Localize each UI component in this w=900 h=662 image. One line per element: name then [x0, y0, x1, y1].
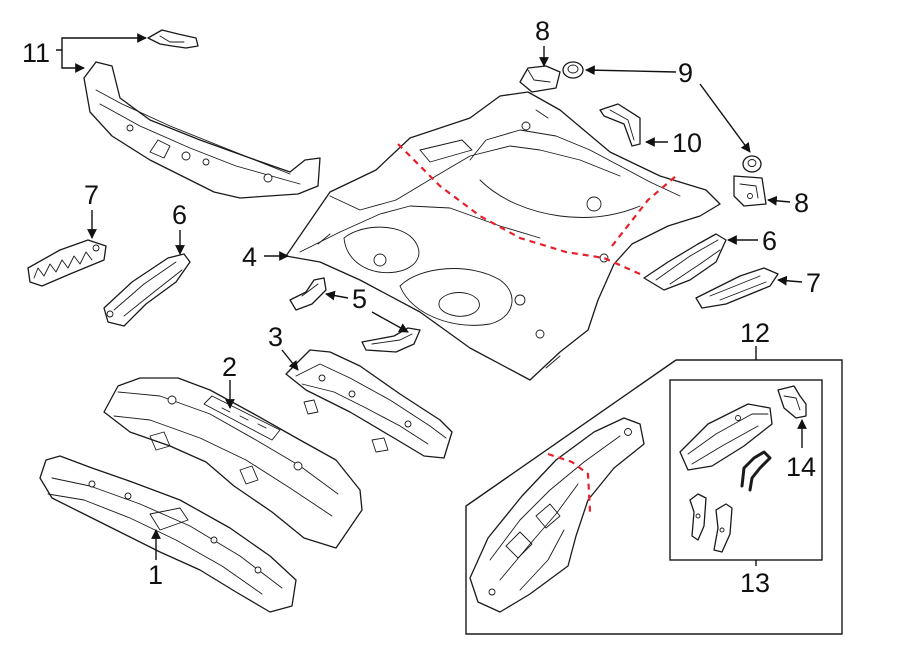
- callout-10: 10: [672, 128, 702, 158]
- callout-5: 5: [352, 284, 367, 314]
- part-10-reinforcement: [599, 103, 641, 147]
- part-2-floor-side-member: [103, 377, 363, 549]
- part-1-floor-side-member: [39, 455, 297, 613]
- callout-8-right: 8: [794, 188, 809, 218]
- detail-frame-12: [465, 359, 843, 635]
- part-11-rear-cross-member: [83, 61, 321, 199]
- part-13-channel: [679, 403, 773, 471]
- part-7-plate-right: [695, 267, 779, 309]
- part-9-nut-right: [742, 155, 762, 173]
- callout-2: 2: [222, 352, 237, 382]
- callout-13: 13: [740, 568, 770, 598]
- callout-4: 4: [242, 242, 257, 272]
- part-5-bracket-lower: [361, 327, 421, 353]
- callout-7-right: 7: [806, 268, 821, 298]
- part-6-extension-right: [643, 233, 727, 291]
- part-12-rear-side-member: [469, 417, 645, 613]
- leader-lines: [56, 33, 807, 566]
- part-13-hook: [740, 450, 772, 492]
- callout-8-top: 8: [535, 16, 550, 46]
- part-3-cross-member: [285, 349, 453, 459]
- part-5-bracket-upper: [289, 277, 327, 311]
- part-14-clip: [777, 385, 807, 419]
- part-8-bracket-left: [519, 65, 561, 93]
- part-9-nut-left: [562, 61, 584, 79]
- part-13-bracket-left: [689, 493, 707, 541]
- callout-11: 11: [22, 38, 50, 68]
- callout-6-right: 6: [762, 226, 777, 256]
- part-8-bracket-right: [733, 175, 767, 207]
- callout-14: 14: [786, 452, 816, 482]
- part-11-bracket: [147, 29, 199, 49]
- part-4-rear-floor-pan: [285, 91, 721, 381]
- part-6-extension-left: [103, 253, 191, 327]
- callout-6-left: 6: [172, 200, 187, 230]
- callout-9: 9: [678, 58, 693, 88]
- cut-lines: [397, 143, 677, 513]
- callout-1: 1: [148, 560, 163, 590]
- part-7-plate-left: [27, 239, 107, 287]
- callout-labels: 11 8 9 10 8 6 7 7 6 4 5 3 2 1 12 13 14: [22, 16, 821, 598]
- callout-3: 3: [268, 322, 283, 352]
- part-13-bracket-right: [713, 503, 733, 553]
- sub-frame-13: [669, 379, 823, 561]
- callout-7-left: 7: [84, 180, 99, 210]
- callout-12: 12: [740, 318, 770, 348]
